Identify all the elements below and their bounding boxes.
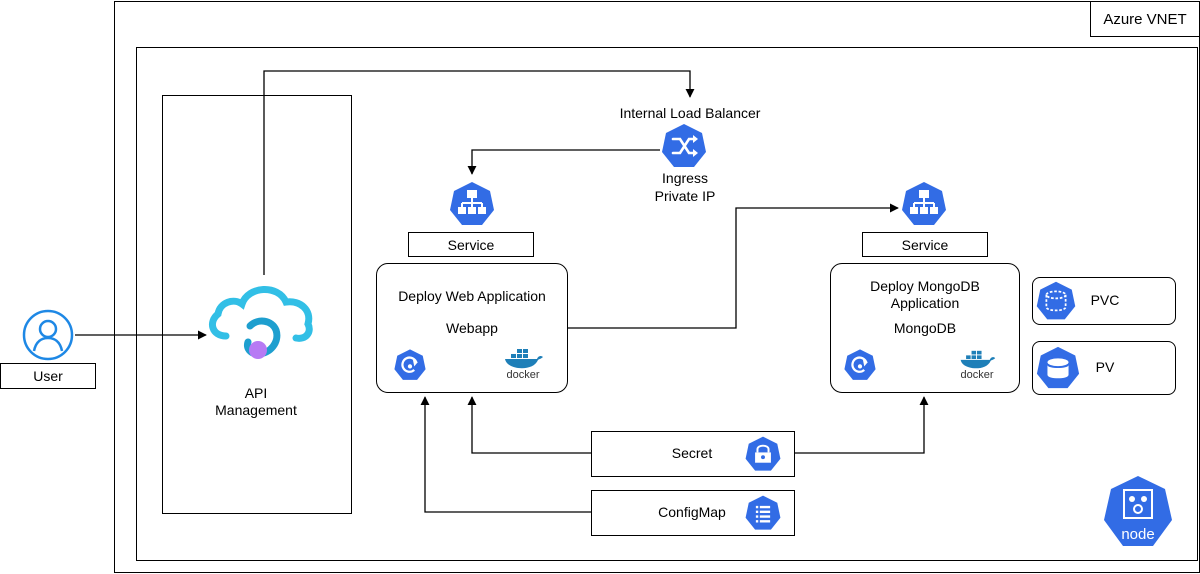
web-app-name: Webapp [446,320,498,336]
configmap-label: ConfigMap [658,504,726,520]
arrow-secret-to-mongo [795,396,929,454]
apim-label-line2: Management [215,402,297,418]
mongo-service-icon[interactable] [900,180,948,228]
mongo-app-name: MongoDB [893,320,957,336]
configmap-box[interactable]: ConfigMap [591,490,795,536]
mongo-service-label-box: Service [862,232,988,257]
node-label: node [1121,526,1155,543]
mongo-docker-label: docker [960,369,994,381]
load-balancer-label: Internal Load Balancer [619,105,761,121]
node-icon[interactable]: node [1102,474,1174,550]
arrow-web-to-mongo-service [568,203,899,329]
arrow-configmap-to-web [420,396,591,513]
azure-vnet-label: Azure VNET [1103,11,1187,28]
web-deploy-title: Deploy Web Application [398,288,546,304]
arrow-secret-to-web [467,396,591,454]
pvc-label: PVC [1090,292,1120,308]
pv-box[interactable]: PV [1032,341,1176,395]
apim-label-line1: API [244,385,268,401]
web-docker-label: docker [506,369,540,381]
azure-vnet-label-box: Azure VNET [1090,1,1200,37]
web-docker-icon [501,346,545,370]
mongo-deployment-box[interactable]: Deploy MongoDB Application MongoDB docke… [830,263,1020,393]
ingress-label-line1: Ingress [662,170,708,186]
pv-label: PV [1095,359,1115,375]
web-deployment-icon [393,348,427,382]
secret-icon [744,435,782,473]
pvc-icon [1035,280,1077,322]
user-label: User [33,368,63,384]
api-management-icon[interactable] [206,278,318,370]
pv-icon [1035,345,1081,391]
mongo-docker-icon [957,348,997,370]
mongo-deploy-title-line2: Application [890,295,960,311]
apim-container [162,95,352,514]
ingress-shuffle-icon[interactable] [660,122,708,170]
arrow-lb-to-web-service [467,149,660,175]
user-label-box: User [0,363,96,389]
user-icon [22,309,74,361]
configmap-icon [744,494,782,532]
pvc-box[interactable]: PVC [1032,277,1176,325]
mongo-service-label: Service [901,237,949,253]
web-service-label-box: Service [408,232,534,257]
web-service-icon[interactable] [448,180,496,228]
mongo-deployment-icon [843,348,877,382]
web-deployment-box[interactable]: Deploy Web Application Webapp docker [376,263,568,393]
mongo-deploy-title-line1: Deploy MongoDB [870,278,980,294]
secret-label: Secret [671,445,713,461]
web-service-label: Service [447,237,495,253]
secret-box[interactable]: Secret [591,431,795,477]
ingress-label-line2: Private IP [654,188,716,204]
arrow-apim-to-lb [263,70,695,275]
